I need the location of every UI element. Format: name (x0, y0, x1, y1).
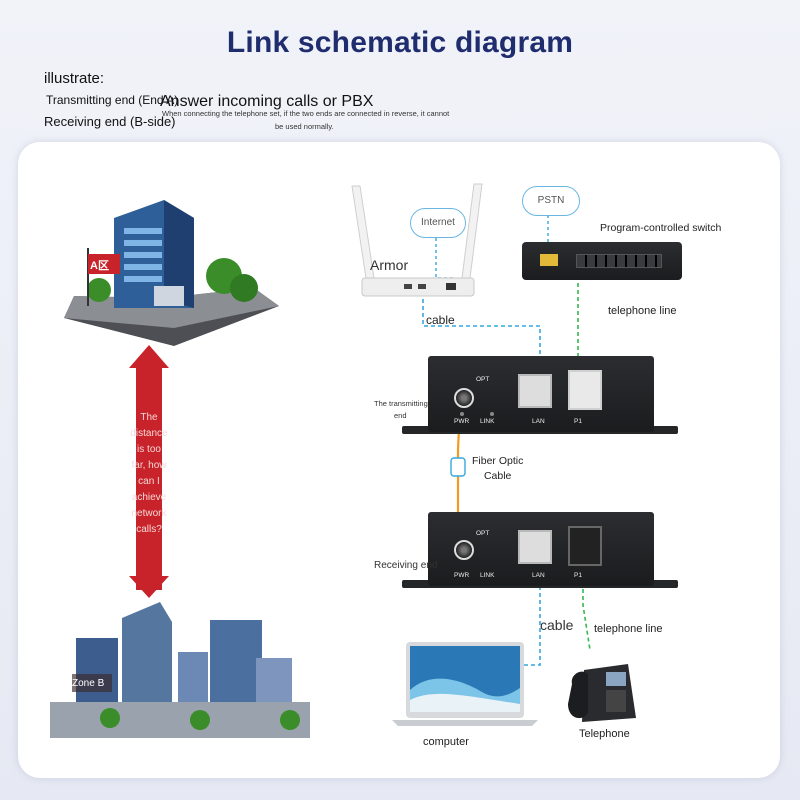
tx-opt-label: OPT (476, 376, 490, 383)
ip-telephone-art (568, 664, 636, 722)
receiving-end-label: Receiving end (374, 560, 438, 571)
telephone-line-bottom-label: telephone line (594, 623, 663, 635)
cable-bottom-label: cable (540, 617, 574, 633)
tx-pwr-led (460, 412, 464, 416)
rx-link-label: LINK (480, 572, 495, 579)
tx-lan-port (518, 374, 552, 408)
computer-label: computer (423, 736, 469, 748)
distance-question: The distance is too far, how can I achie… (130, 412, 168, 535)
program-switch-label: Program-controlled switch (600, 222, 722, 234)
tx-link-label: LINK (480, 418, 495, 425)
rx-optical-port (454, 540, 474, 560)
zone-a-sign: A区 (90, 260, 109, 272)
rx-lan-label: LAN (532, 572, 545, 579)
rx-p1-port (568, 526, 602, 566)
zone-a-building-art (64, 200, 279, 346)
armor-label: Armor (370, 257, 409, 273)
connection-note-line1: When connecting the telephone set, if th… (162, 109, 450, 118)
tx-optical-port (454, 388, 474, 408)
tx-link-led (490, 412, 494, 416)
switch-port-row (576, 254, 662, 268)
ethernet-link-top (422, 292, 541, 378)
zone-b-city-art (50, 602, 310, 738)
tx-lan-label: LAN (532, 418, 545, 425)
wifi-router-art (351, 183, 483, 297)
rx-device: OPT PWR LINK LAN P1 (428, 512, 654, 586)
page-title: Link schematic diagram (226, 26, 574, 59)
tx-device: OPT PWR LINK LAN P1 (428, 356, 654, 432)
tx-p1-label: P1 (574, 418, 582, 425)
internet-cloud: Internet (410, 208, 466, 238)
telephone-label: Telephone (579, 728, 630, 740)
cable-top-label: cable (426, 313, 455, 327)
switch-port-block (540, 254, 558, 266)
answer-calls-label: Answer incoming calls or PBX (160, 93, 374, 110)
ethernet-link-bottom (518, 565, 541, 666)
rx-lan-port (518, 530, 552, 564)
distance-arrow-head-bottom (129, 576, 169, 598)
tx-pwr-label: PWR (454, 418, 470, 425)
internet-label: Internet (421, 217, 455, 228)
zone-a-building: A区 (54, 178, 284, 348)
pstn-cloud: PSTN (522, 186, 580, 216)
tx-p1-port (568, 370, 602, 410)
ip-telephone (566, 664, 638, 724)
end-b-label: Receiving end (B-side) (44, 114, 176, 129)
zone-b-label: Zone B (72, 678, 105, 689)
distance-arrow-shaft (136, 362, 162, 590)
laptop (392, 640, 538, 730)
wifi-router: Armor (348, 180, 488, 300)
program-switch (522, 242, 682, 280)
laptop-art (392, 642, 538, 726)
rx-p1-label: P1 (574, 572, 582, 579)
pstn-label: PSTN (537, 195, 565, 206)
illustrate-heading: illustrate: (44, 70, 105, 87)
end-a-label: Transmitting end (End A) (46, 93, 179, 107)
zone-b-city: Zone B (50, 598, 310, 738)
telephone-line-top-label: telephone line (608, 305, 677, 317)
rx-pwr-label: PWR (454, 572, 470, 579)
connection-note-line2: be used normally. (275, 122, 334, 131)
transmitting-end-label: The transmitting end (374, 399, 428, 420)
fiber-coupler (450, 457, 466, 477)
fiber-optic-label: Fiber Optic Cable (472, 455, 524, 482)
distance-arrow-head-top (129, 345, 169, 368)
rx-opt-label: OPT (476, 530, 490, 537)
